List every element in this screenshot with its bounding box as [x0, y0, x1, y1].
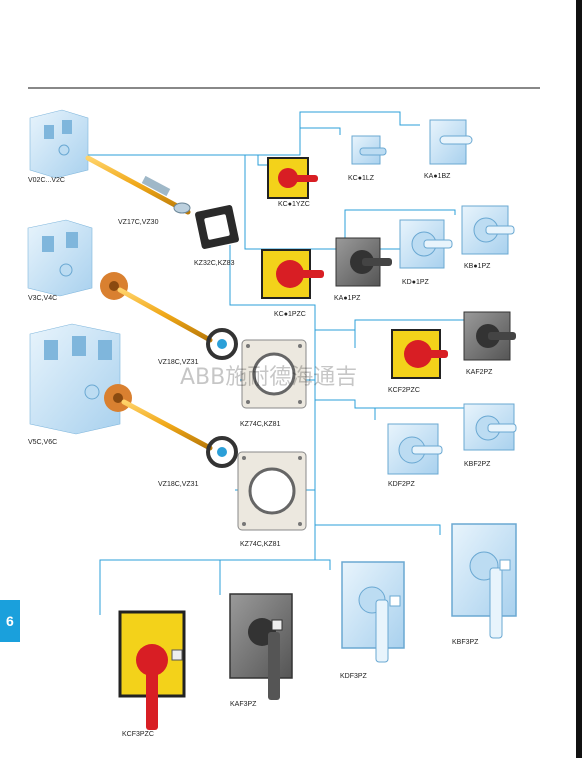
label-kbf2pz: KBF2PZ — [464, 461, 491, 468]
right-edge-bar — [576, 0, 582, 758]
handle-ka1bz[interactable]: KA●1BZ — [424, 119, 473, 180]
label-kz32c: KZ32C,KZ83 — [194, 260, 235, 267]
switch-v5c[interactable]: V5C,V6C — [28, 323, 121, 446]
label-kaf2pz: KAF2PZ — [466, 369, 493, 376]
handle-kc1pzc[interactable]: KC●1PZC — [261, 249, 324, 318]
label-kb1pz: KB●1PZ — [464, 263, 491, 270]
label-kdf3pz: KDF3PZ — [340, 673, 368, 680]
adapter-kz32c[interactable]: KZ32C,KZ83 — [194, 204, 240, 267]
label-vz18c-1: VZ18C,VZ31 — [158, 359, 199, 366]
handle-kcf2pzc[interactable]: KCF2PZC — [388, 329, 448, 394]
label-kaf3pz: KAF3PZ — [230, 701, 257, 708]
shaft-vz18c-lower[interactable]: VZ18C,VZ31 — [104, 384, 238, 488]
handle-ka1pz[interactable]: KA●1PZ — [334, 237, 392, 302]
handle-kd1pz[interactable]: KD●1PZ — [399, 219, 453, 286]
label-kdf2pz: KDF2PZ — [388, 481, 416, 488]
door-plate-kz74c-lower[interactable]: KZ74C,KZ81 — [237, 451, 307, 548]
label-vz17c: VZ17C,VZ30 — [118, 219, 159, 226]
handle-kc1yzc[interactable]: KC●1YZC — [267, 157, 318, 208]
label-ka1pz: KA●1PZ — [334, 295, 361, 302]
label-ka1bz: KA●1BZ — [424, 173, 451, 180]
handle-kdf2pz[interactable]: KDF2PZ — [387, 423, 443, 488]
handle-kbf2pz[interactable]: KBF2PZ — [463, 403, 517, 468]
label-kz74c-1: KZ74C,KZ81 — [240, 421, 281, 428]
switch-v02c[interactable]: V02C...V2C — [28, 109, 89, 184]
shaft-vz17c[interactable]: VZ17C,VZ30 — [85, 155, 191, 226]
label-kbf3pz: KBF3PZ — [452, 639, 479, 646]
door-plate-kz74c-upper[interactable]: KZ74C,KZ81 — [240, 339, 307, 428]
label-v5c: V5C,V6C — [28, 439, 57, 446]
label-kcf2pzc: KCF2PZC — [388, 387, 420, 394]
label-v02c: V02C...V2C — [28, 177, 65, 184]
label-v3c: V3C,V4C — [28, 295, 57, 302]
shaft-vz18c-upper[interactable]: VZ18C,VZ31 — [100, 272, 238, 366]
chapter-tab[interactable]: 6 — [0, 600, 20, 642]
label-kc1yzc: KC●1YZC — [278, 201, 310, 208]
handle-kaf3pz[interactable]: KAF3PZ — [229, 593, 293, 708]
label-kcf3pzc: KCF3PZC — [122, 731, 154, 738]
handle-kb1pz[interactable]: KB●1PZ — [461, 205, 515, 270]
label-kz74c-2: KZ74C,KZ81 — [240, 541, 281, 548]
chapter-number: 6 — [6, 613, 14, 629]
switch-v3c[interactable]: V3C,V4C — [27, 219, 93, 302]
handle-kaf2pz[interactable]: KAF2PZ — [463, 311, 516, 376]
handle-kbf3pz[interactable]: KBF3PZ — [451, 523, 517, 646]
handle-kdf3pz[interactable]: KDF3PZ — [340, 561, 405, 680]
label-vz18c-2: VZ18C,VZ31 — [158, 481, 199, 488]
label-kc1lz: KC●1LZ — [348, 175, 375, 182]
watermark-text: ABB施耐德海通吉 — [180, 365, 357, 390]
handle-kcf3pzc[interactable]: KCF3PZC — [118, 610, 186, 738]
label-kd1pz: KD●1PZ — [402, 279, 430, 286]
label-kc1pzc: KC●1PZC — [274, 311, 306, 318]
handle-kc1lz[interactable]: KC●1LZ — [348, 135, 387, 182]
